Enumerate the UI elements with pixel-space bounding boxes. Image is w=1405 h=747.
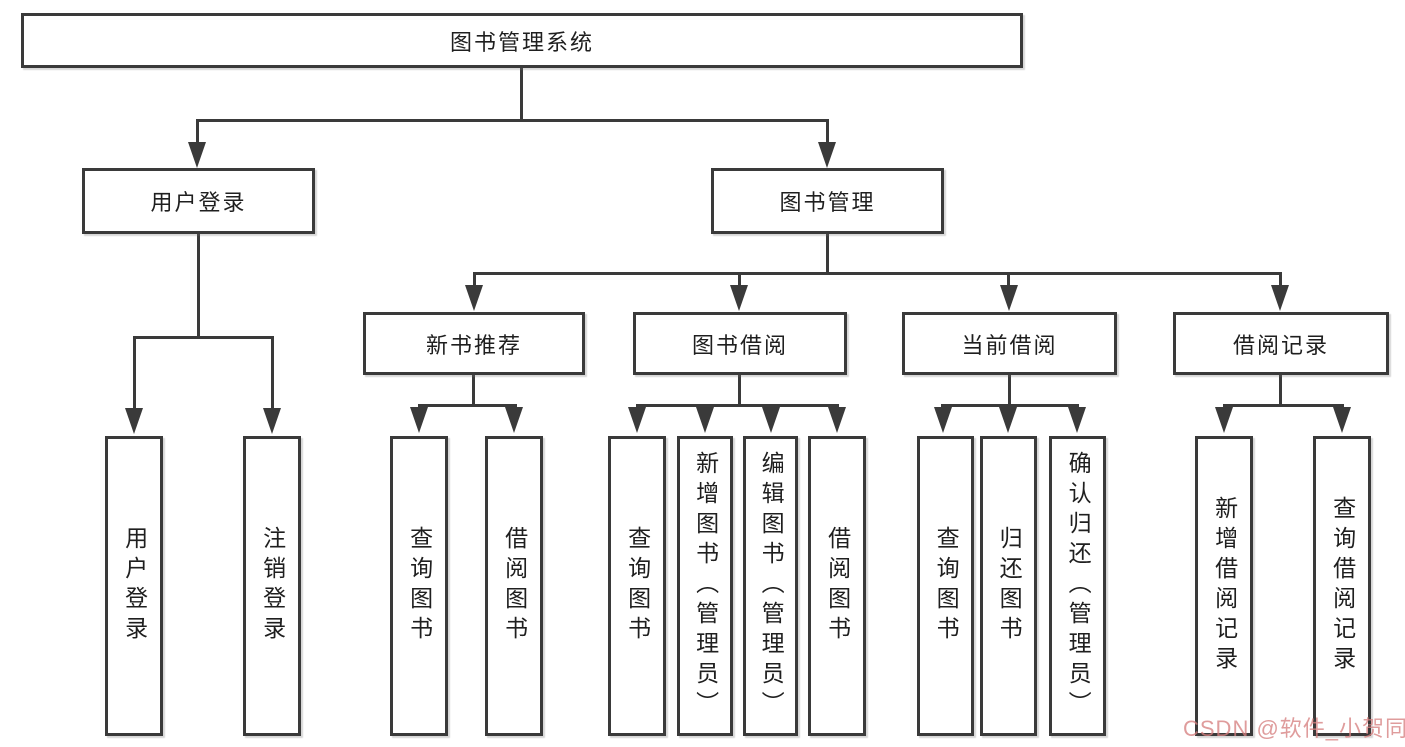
arrow-down-icon [730,285,748,311]
node-leaf-bb-borrow-book: 借阅图书 [808,436,866,736]
node-leaf-logout: 注销登录 [243,436,301,736]
node-leaf-cb-query-book: 查询图书 [917,436,974,736]
arrow-down-icon [410,407,428,433]
node-leaf-br-query-record-label: 查询借阅记录 [1329,496,1356,676]
node-leaf-logout-label: 注销登录 [259,526,286,646]
node-leaf-user-login: 用户登录 [105,436,163,736]
connector-level2-stem-3 [1007,272,1010,288]
connector-bookborrow-stem [738,375,741,407]
node-leaf-bb-add-book-admin: 新增图书（管理员） [677,436,733,736]
connector-level2-stem-2 [738,272,741,288]
node-leaf-rec-borrow-book-label: 借阅图书 [501,526,528,646]
arrow-down-icon [1000,285,1018,311]
connector-currentborrow-horizontal [941,404,1079,407]
node-leaf-rec-query-book-label: 查询图书 [406,526,433,646]
node-leaf-rec-query-book: 查询图书 [390,436,448,736]
connector-level2-horizontal [473,272,1282,275]
arrow-down-icon [188,142,206,168]
node-leaf-bb-borrow-book-label: 借阅图书 [824,526,851,646]
connector-root-stem [520,68,523,122]
node-book-borrow: 图书借阅 [633,312,847,375]
arrow-down-icon [999,407,1017,433]
connector-userlogin-stem [197,234,200,338]
node-leaf-cb-query-book-label: 查询图书 [933,526,960,646]
node-current-borrow-label: 当前借阅 [961,332,1058,358]
watermark: CSDN @软件_小贺同学 [1183,716,1405,741]
node-leaf-bb-query-book-label: 查询图书 [624,526,651,646]
connector-level1-stem-right [826,119,829,145]
arrow-down-icon [263,408,281,434]
node-leaf-bb-edit-book-admin: 编辑图书（管理员） [743,436,798,736]
node-book-management-label: 图书管理 [779,190,876,215]
connector-level1-horizontal [196,119,829,122]
node-book-management: 图书管理 [711,168,944,234]
connector-userlogin-horizontal [133,336,274,339]
node-leaf-cb-return-book: 归还图书 [980,436,1037,736]
arrow-down-icon [1271,285,1289,311]
node-leaf-cb-return-book-label: 归还图书 [996,526,1023,646]
node-book-borrow-label: 图书借阅 [691,332,788,358]
node-leaf-user-login-label: 用户登录 [121,526,148,646]
arrow-down-icon [1333,407,1351,433]
connector-bookmgmt-stem [826,234,829,275]
arrow-down-icon [1068,407,1086,433]
node-root-label: 图书管理系统 [449,29,594,55]
node-leaf-br-add-record-label: 新增借阅记录 [1211,496,1238,676]
connector-bookborrow-horizontal [636,404,839,407]
arrow-down-icon [628,407,646,433]
node-leaf-br-add-record: 新增借阅记录 [1195,436,1253,736]
node-root: 图书管理系统 [21,13,1023,68]
arrow-down-icon [465,285,483,311]
node-current-borrow: 当前借阅 [902,312,1117,375]
arrow-down-icon [505,407,523,433]
node-leaf-bb-edit-book-admin-label: 编辑图书（管理员） [758,451,785,721]
connector-borrowrecord-horizontal [1223,404,1344,407]
arrow-down-icon [696,407,714,433]
node-leaf-br-query-record: 查询借阅记录 [1313,436,1371,736]
arrow-down-icon [828,407,846,433]
node-borrow-record-label: 借阅记录 [1232,332,1329,358]
connector-userlogin-stem-right [271,336,274,412]
node-user-login-label: 用户登录 [150,190,247,215]
connector-newbookrec-stem [472,375,475,407]
connector-level1-stem-left [196,119,199,145]
node-borrow-record: 借阅记录 [1173,312,1389,375]
connector-currentborrow-stem [1008,375,1011,407]
node-new-book-recommend: 新书推荐 [363,312,585,375]
connector-userlogin-stem-left [133,336,136,412]
node-leaf-rec-borrow-book: 借阅图书 [485,436,543,736]
arrow-down-icon [1215,407,1233,433]
arrow-down-icon [818,142,836,168]
node-leaf-bb-add-book-admin-label: 新增图书（管理员） [692,451,719,721]
node-leaf-bb-query-book: 查询图书 [608,436,666,736]
node-user-login: 用户登录 [82,168,315,234]
node-leaf-cb-confirm-return-admin: 确认归还（管理员） [1049,436,1106,736]
connector-newbookrec-horizontal [418,404,517,407]
connector-borrowrecord-stem [1279,375,1282,407]
connector-level2-stem-1 [473,272,476,288]
connector-level2-stem-4 [1279,272,1282,288]
node-new-book-recommend-label: 新书推荐 [425,332,522,358]
node-leaf-cb-confirm-return-admin-label: 确认归还（管理员） [1065,451,1092,721]
arrow-down-icon [125,408,143,434]
arrow-down-icon [762,407,780,433]
arrow-down-icon [934,407,952,433]
